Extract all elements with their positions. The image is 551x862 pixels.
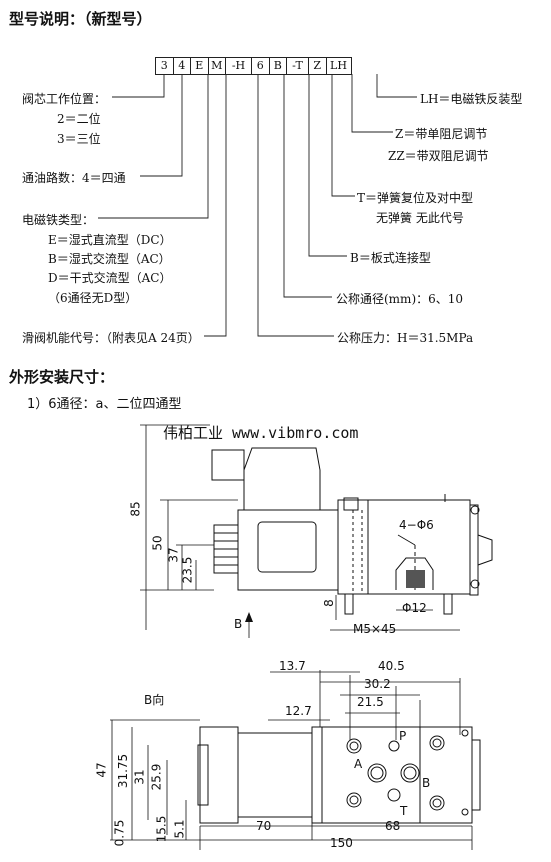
note-coil-b: B＝湿式交流型（AC）: [48, 252, 171, 266]
note-pos2: 2＝二位: [57, 112, 101, 126]
note-ports: 通油路数：4＝四通: [22, 171, 126, 185]
dim-8: 8: [321, 599, 336, 607]
dim-5-1: 5.1: [172, 819, 187, 839]
dim-holes: 4−Φ6: [399, 518, 434, 532]
note-slide: 滑阀机能代号：（附表见A 24页）: [22, 331, 200, 345]
dim-25-9: 25.9: [149, 763, 164, 791]
note-size: 公称通径(mm)：6、10: [336, 292, 464, 306]
note-lh: LH＝电磁铁反装型: [420, 92, 523, 106]
note-t: T＝弹簧复位及对中型: [357, 191, 474, 205]
watermark: 伟柏工业 www.vibmro.com: [163, 424, 359, 442]
code-cell: LH: [330, 59, 347, 72]
note-pressure: 公称压力：H＝31.5MPa: [337, 331, 474, 345]
code-cell: B: [270, 58, 287, 74]
dim-23-5: 23.5: [180, 556, 195, 584]
dim-21-5: 21.5: [357, 695, 384, 709]
arrow-b-label: B: [234, 617, 243, 631]
dim-m5: M5×45: [353, 622, 397, 636]
dim-31-75: 31.75: [116, 753, 131, 789]
dim-47: 47: [94, 762, 109, 778]
port-b: B: [422, 776, 431, 790]
section-title: 外形安装尺寸：: [9, 368, 115, 386]
note-coil-title: 电磁铁类型：: [22, 213, 95, 227]
dim-40-5: 40.5: [378, 659, 405, 673]
note-t2: 无弹簧 无此代号: [376, 211, 464, 225]
dim-31: 31: [132, 769, 147, 785]
dim-12-7: 12.7: [285, 704, 312, 718]
dim-30-2: 30.2: [364, 677, 391, 691]
code-cell: E: [191, 58, 209, 74]
port-t: T: [400, 804, 408, 818]
note-z: Z＝带单阻尼调节: [395, 127, 488, 141]
dim-15-5: 15.5: [154, 815, 169, 843]
note-coil-d: D＝干式交流型（AC）: [48, 271, 172, 285]
code-cell: 6: [252, 58, 270, 74]
view-b-label: B向: [144, 693, 165, 707]
note-coil-note: （6通径无D型）: [48, 291, 138, 305]
dim-70: 70: [256, 819, 272, 833]
dim-68: 68: [385, 819, 401, 833]
dim-150: 150: [330, 836, 353, 850]
section-subtitle: 1）6通径：a、二位四通型: [27, 397, 182, 412]
model-code-box: 3 4 E M -H 6 B -T Z LH: [155, 57, 352, 75]
note-position-title: 阀芯工作位置：: [22, 92, 107, 106]
dim-37: 37: [166, 547, 181, 563]
code-cell: Z: [309, 58, 327, 74]
note-coil-e: E＝湿式直流型（DC）: [48, 233, 172, 247]
dim-0-75: 0.75: [112, 819, 127, 847]
port-p: P: [399, 729, 407, 743]
dim-13-7: 13.7: [279, 659, 306, 673]
code-cell: 3: [156, 58, 174, 74]
code-cell: -H: [226, 58, 252, 74]
page-title: 型号说明：（新型号）: [9, 10, 152, 28]
note-pos3: 3＝三位: [57, 132, 101, 146]
dim-50: 50: [150, 535, 165, 551]
note-zz: ZZ＝带双阻尼调节: [388, 149, 489, 163]
code-cell: M: [209, 58, 226, 74]
dim-phi12: Φ12: [402, 601, 427, 615]
code-cell: -T: [287, 58, 309, 74]
code-cell: 4: [174, 58, 191, 74]
note-b: B＝板式连接型: [350, 251, 431, 265]
dim-85: 85: [128, 501, 143, 517]
port-a: A: [354, 757, 363, 771]
